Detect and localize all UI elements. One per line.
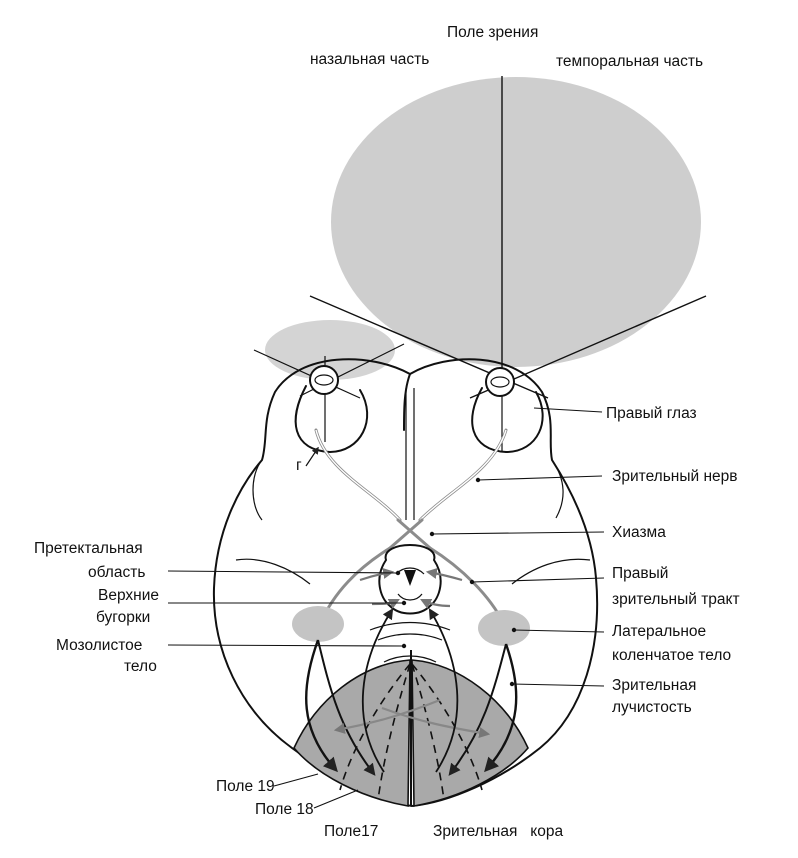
frontal-lobe-fissure [403,373,411,431]
corpus-label-2: тело [124,658,157,675]
pretectal-arrow-right [425,568,463,582]
radiation-dot [509,681,515,687]
visual-cortex-label: Зрительная кора [433,823,563,840]
field-border-dashed [339,663,411,791]
brain-outline [212,358,599,807]
lgn-leader [513,629,605,633]
corpus-label-1: Мозолистое [56,637,142,654]
radiation-label-2: лучистость [612,699,692,716]
colliculi-dot [401,600,407,606]
callosal-fiber-right [381,706,491,738]
corpus-callosum-arc [377,633,443,641]
lgn-left [292,606,344,642]
chiasm-label: Хиазма [612,524,666,541]
field18-label: Поле 18 [255,801,314,818]
right-tract-dot [469,579,475,585]
optic-nerve-right-inner [419,429,507,521]
eye-marker-arrow [305,446,319,467]
field17-label: Поле17 [324,823,378,840]
callosal-fiber-left [333,698,441,734]
optic-nerve-label: Зрительный нерв [612,468,738,485]
optic-nerve-dot [475,477,481,483]
field-border-dashed [377,663,411,801]
field-title: Поле зрения [447,24,538,41]
optic-nerve-left-inner [315,429,401,521]
pretectal-leader [167,570,399,574]
pretectal-label-1: Претектальная [34,540,143,557]
lgn-right [478,610,530,646]
optic-nerve-right [418,428,508,522]
sight-line [253,349,361,399]
temporal-part-label: темпоральная часть [556,53,703,70]
lgn-dot [511,627,517,633]
chiasm-leader [431,531,605,535]
right-tract-label-2: зрительный тракт [612,591,740,608]
field19-leader [273,773,319,787]
optic-radiation-right-2 [448,643,507,776]
colliculi-label-1: Верхние [98,587,159,604]
radiation-leader [511,683,605,687]
optic-radiation-left-2 [317,639,376,776]
chiasm-cross-1 [396,518,432,550]
corpus-dot [401,643,407,649]
nasal-part-label: назальная часть [310,51,429,68]
corpus-callosum-arc [369,621,451,631]
right-eye-leader [533,407,603,413]
field19-label: Поле 19 [216,778,275,795]
colliculi-label-2: бугорки [96,609,150,626]
optic-radiation-right [484,643,518,773]
eye-marker-label: г [296,457,302,474]
left-eye [294,365,369,453]
field-border-dashed [411,663,483,791]
temporal-lobe-left-inner [235,558,311,585]
right-tract-leader [471,577,605,583]
midbrain [378,544,442,615]
cortex-to-colliculi [428,608,459,773]
lgn-label-1: Латеральное [612,623,706,640]
field-border-dashed [411,663,445,801]
chiasm-dot [429,531,435,537]
visual-field [331,77,701,367]
optic-nerve-leader [477,475,603,481]
field18-leader [313,789,359,809]
optic-nerve-left [314,428,402,522]
temporal-lobe-left [252,459,263,521]
colliculi-arrow-right [420,599,451,609]
optic-radiation-left [305,639,338,773]
temporal-lobe-right [551,459,564,519]
corpus-leader [167,644,405,647]
right-eye [471,367,544,453]
pretectal-label-2: область [88,564,145,581]
right-tract-label-1: Правый [612,565,668,582]
radiation-label-1: Зрительная [612,677,696,694]
pretectal-dot [395,570,401,576]
cortex-to-colliculi [361,608,394,773]
right-eye-label: Правый глаз [606,405,697,422]
lgn-label-2: коленчатое тело [612,647,731,664]
chiasm-cross-2 [388,518,424,550]
temporal-lobe-right-inner [511,558,591,585]
